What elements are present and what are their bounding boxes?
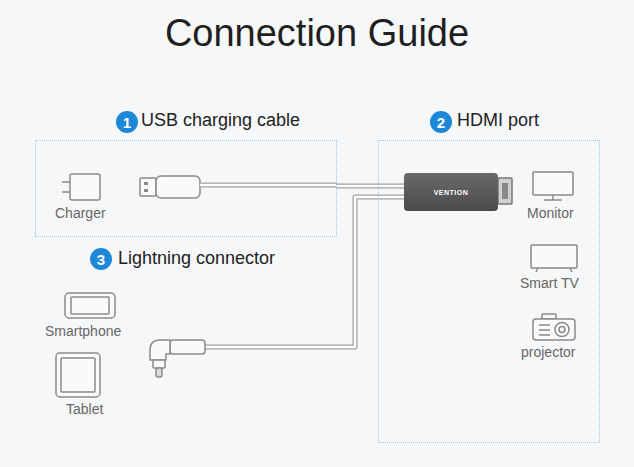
label-box: Charger xyxy=(55,204,106,222)
callout-number: 3 xyxy=(97,251,105,268)
device-label: projector xyxy=(521,344,575,360)
callout-circle: 2 xyxy=(430,111,452,133)
lightning-cable xyxy=(205,197,404,347)
cable-connector xyxy=(337,186,404,187)
projector-icon xyxy=(533,314,575,340)
group-heading: USB charging cable xyxy=(141,110,300,131)
label-box: projector xyxy=(521,343,575,361)
device-label: Smart TV xyxy=(520,275,579,291)
smart-tv-icon xyxy=(531,245,577,272)
group-heading: HDMI port xyxy=(457,110,539,131)
label-box: Smart TV xyxy=(520,274,579,292)
callout-number: 2 xyxy=(437,114,445,131)
tablet-icon xyxy=(56,353,100,397)
device-label: Tablet xyxy=(66,401,103,417)
title-box: Connection Guide xyxy=(0,12,634,55)
adapter-box: VENTION xyxy=(404,173,498,211)
callout-circle: 3 xyxy=(90,248,112,270)
usb-plug xyxy=(140,176,200,198)
callout-circle: 1 xyxy=(116,111,138,133)
callout-number: 1 xyxy=(123,114,131,131)
charger-icon xyxy=(62,174,100,200)
lightning-connector xyxy=(150,340,205,377)
label-box: Smartphone xyxy=(45,322,121,340)
device-label: Monitor xyxy=(527,205,574,221)
brand-text: VENTION xyxy=(434,189,469,196)
hdmi-plug xyxy=(498,178,512,204)
label-box: Tablet xyxy=(66,400,103,418)
title: Connection Guide xyxy=(165,12,469,54)
label-box: Monitor xyxy=(527,204,574,222)
lightning-cable-core xyxy=(205,197,404,347)
label-box: Lightning connector xyxy=(118,248,275,269)
usb-cable-core xyxy=(200,184,337,187)
group-box: HDMI portVENTION xyxy=(378,140,600,443)
usb-cable xyxy=(200,183,337,188)
device-label: Charger xyxy=(55,205,106,221)
smartphone-icon xyxy=(65,293,115,318)
part-heading: Lightning connector xyxy=(118,248,275,268)
group-box: USB charging cable xyxy=(35,140,337,237)
device-label: Smartphone xyxy=(45,323,121,339)
monitor-icon xyxy=(533,172,573,200)
